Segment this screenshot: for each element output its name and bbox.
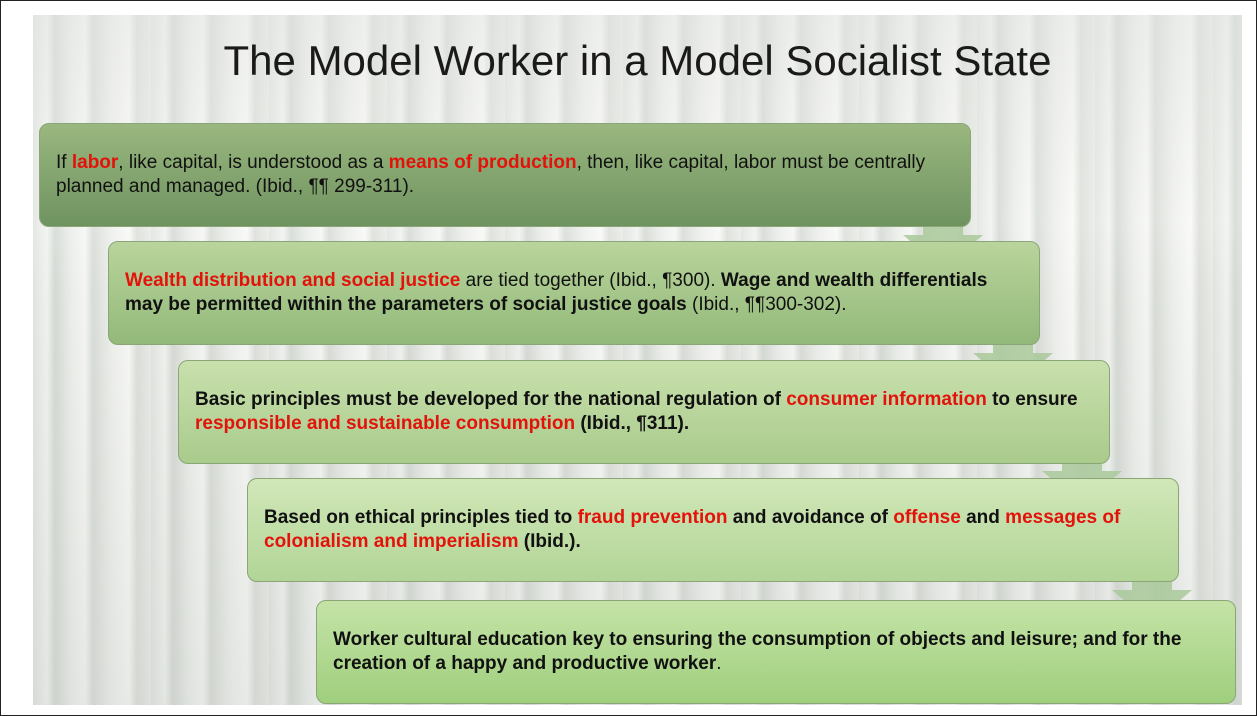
process-box-text: Based on ethical principles tied to frau… [264, 506, 1162, 554]
process-box-3: Basic principles must be developed for t… [178, 360, 1110, 464]
text-segment: Wage and wealth differentials may be per… [125, 270, 988, 315]
text-segment: Basic principles must be developed for t… [195, 389, 787, 410]
text-segment: labor [71, 152, 119, 173]
process-box-text: Worker cultural education key to ensurin… [333, 628, 1219, 676]
text-segment: . [716, 653, 722, 674]
text-segment: , then, like capital, labor must be cent… [56, 152, 926, 197]
process-box-text: If labor, like capital, is understood as… [56, 151, 954, 199]
text-segment: (Ibid.). [518, 531, 581, 552]
text-segment: are tied together (Ibid., ¶300). [460, 270, 721, 291]
text-segment: messages of colonialism and imperialism [264, 507, 1121, 552]
text-segment: , like capital, is understood as a [118, 152, 389, 173]
process-box-2: Wealth distribution and social justice a… [108, 241, 1040, 345]
text-segment: and avoidance of [727, 507, 894, 528]
text-segment: Based on ethical principles tied to [264, 507, 578, 528]
text-segment: responsible and sustainable consumption [195, 413, 576, 434]
slide-title: The Model Worker in a Model Socialist St… [223, 37, 1052, 84]
text-segment: (Ibid., ¶311). [575, 413, 690, 434]
text-segment: to ensure [986, 389, 1078, 410]
process-box-1: If labor, like capital, is understood as… [39, 123, 971, 227]
process-box-text: Wealth distribution and social justice a… [125, 269, 1023, 317]
process-box-4: Based on ethical principles tied to frau… [247, 478, 1179, 582]
text-segment: fraud prevention [577, 507, 728, 528]
text-segment: Worker cultural education key to ensurin… [333, 629, 1182, 674]
text-segment: Wealth distribution and social justice [125, 270, 461, 291]
text-segment: offense [893, 507, 961, 528]
process-box-text: Basic principles must be developed for t… [195, 388, 1093, 436]
text-segment: means of production [388, 152, 577, 173]
text-segment: If [56, 152, 72, 173]
process-box-5: Worker cultural education key to ensurin… [316, 600, 1236, 704]
text-segment: and [960, 507, 1006, 528]
text-segment: (Ibid., ¶¶300-302). [686, 294, 847, 315]
slide: The Model Worker in a Model Socialist St… [33, 15, 1242, 705]
text-segment: consumer information [786, 389, 987, 410]
